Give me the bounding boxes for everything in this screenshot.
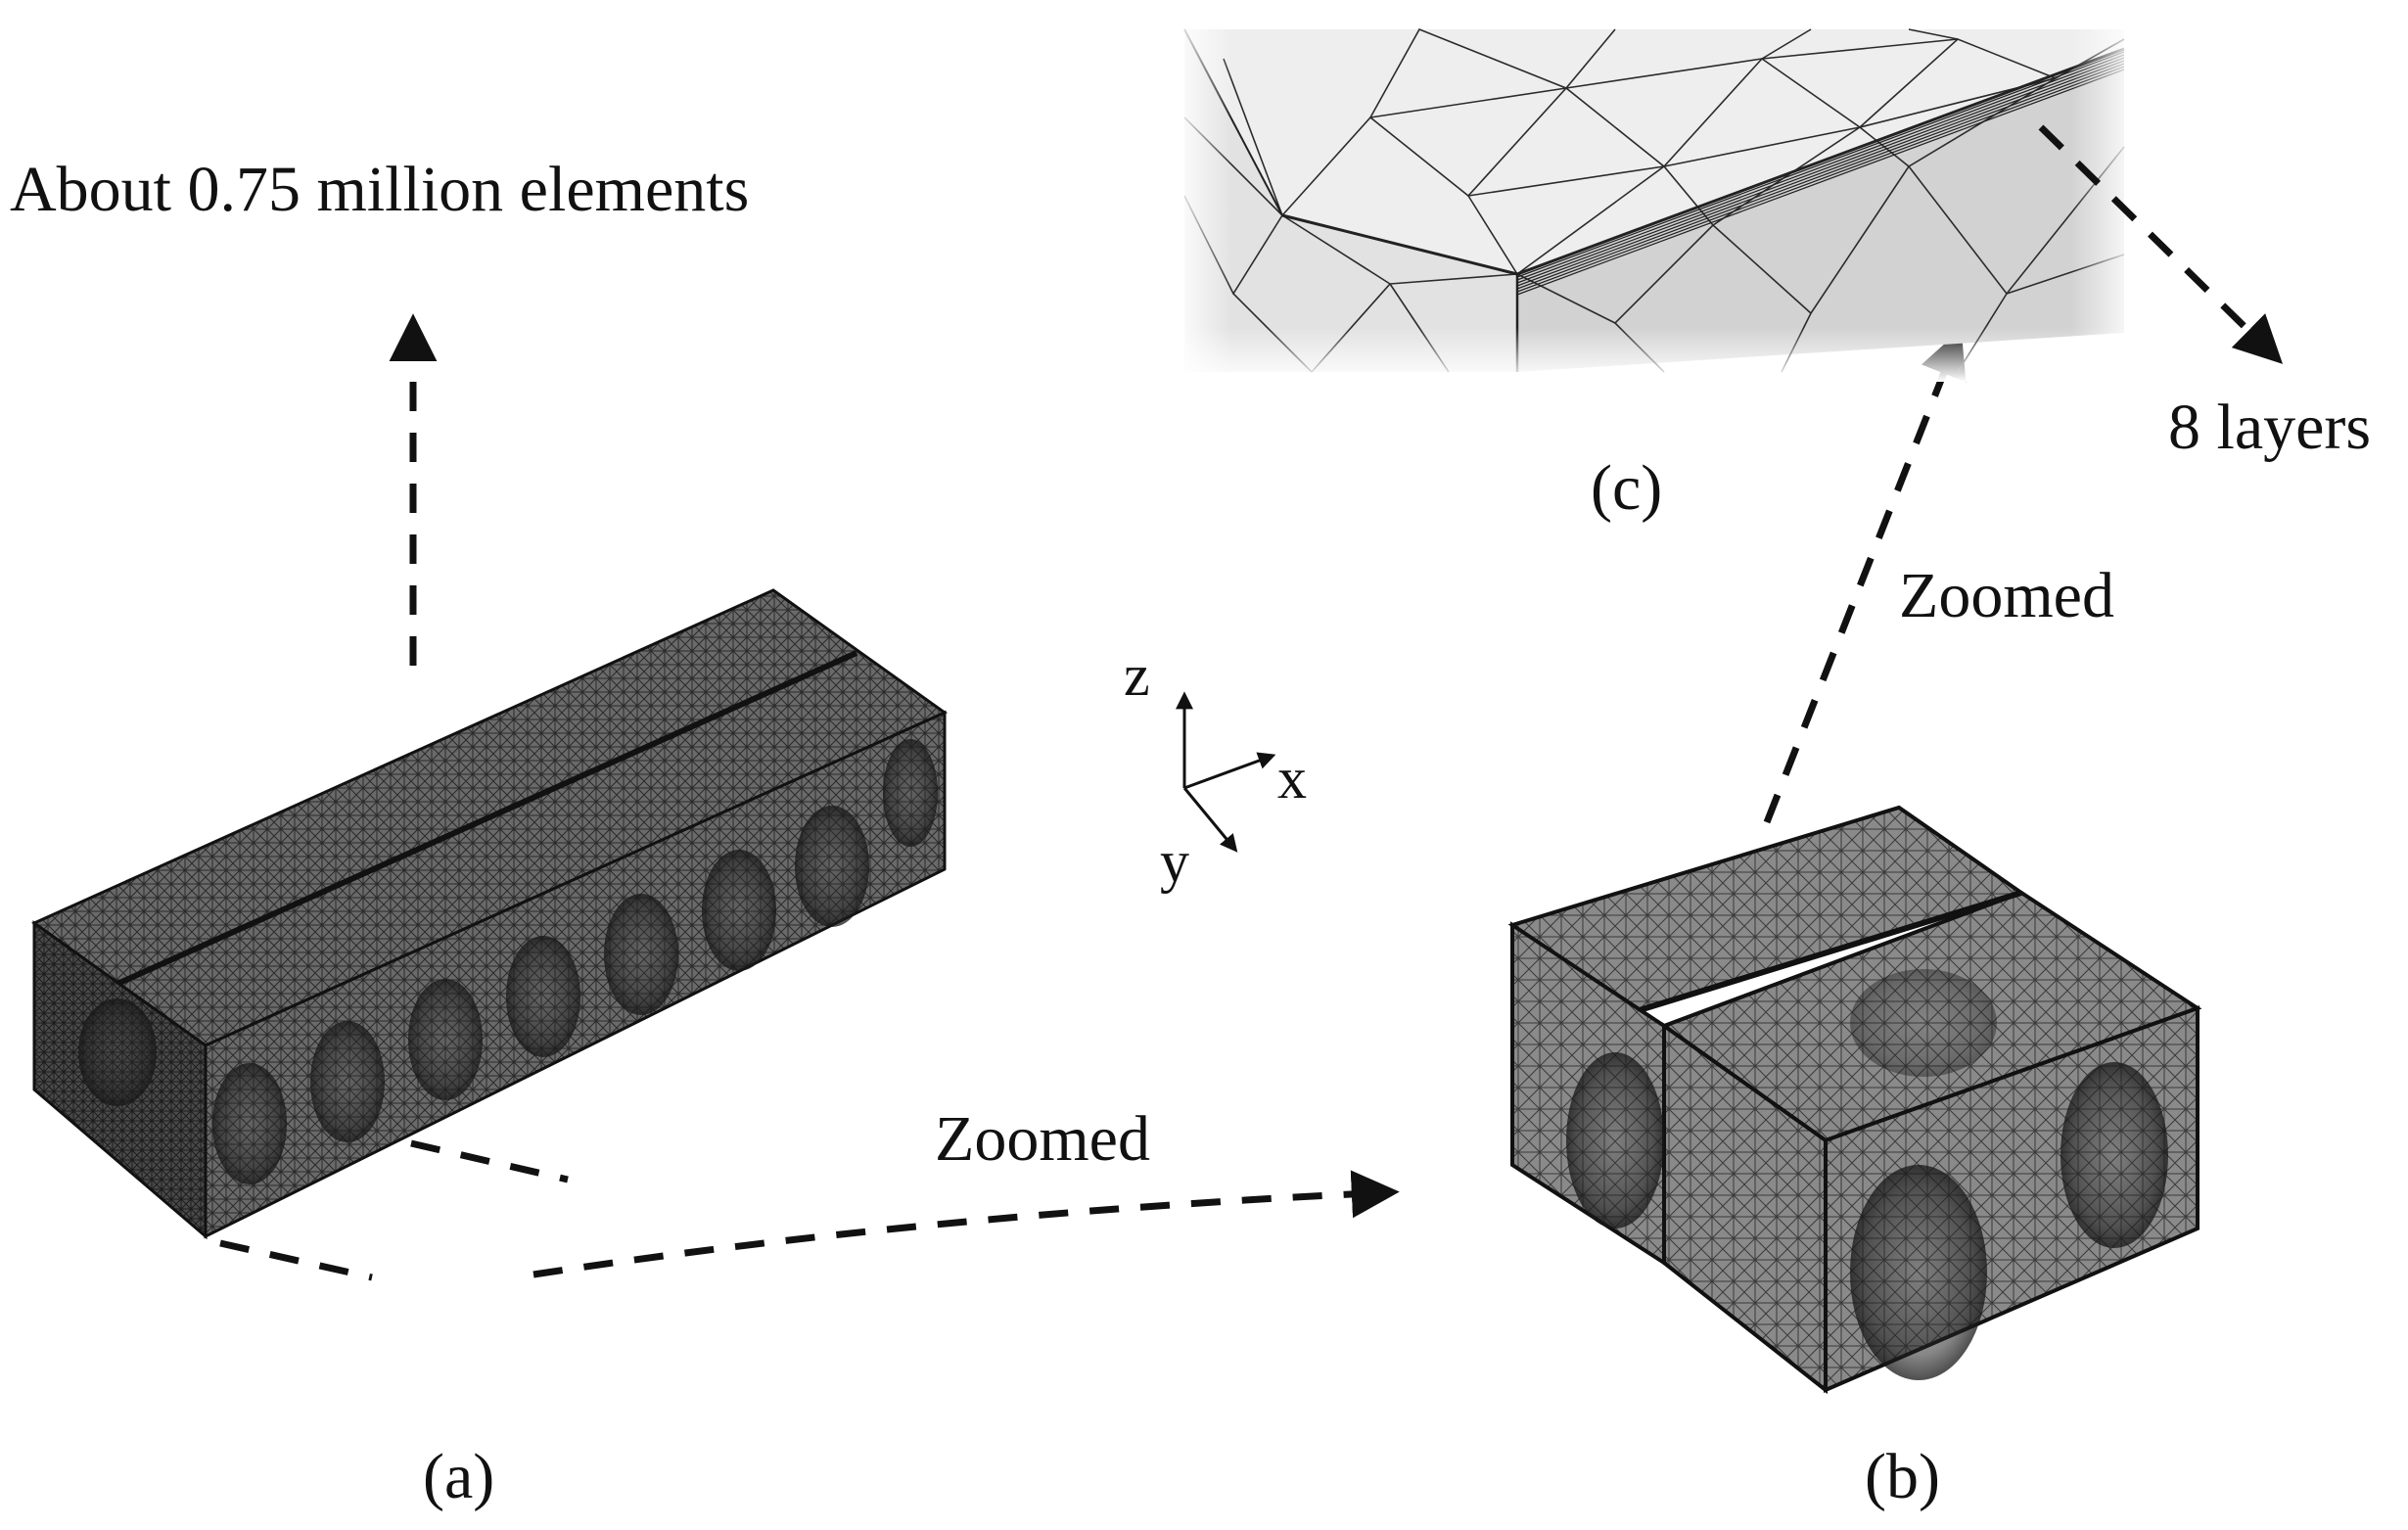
axis-label-z: z [1124,643,1150,708]
panel-label-b: (b) [1865,1441,1940,1512]
zoomed-label-bottom: Zoomed [935,1103,1150,1175]
block-b-gap-line [1629,890,2022,1016]
arrow-to-layer-count [2038,124,2284,364]
block-a-gap-line [116,650,858,987]
y-axis [1182,787,1238,853]
block-a-fiber-pockets [78,739,938,1184]
mesh-closeup-c [1175,20,2139,382]
panel-label-a: (a) [423,1441,494,1512]
panel-label-c: (c) [1591,452,1662,524]
block-b-fiber-pockets [1566,969,2168,1380]
mesh-block-b [1507,805,2202,1395]
zoom-arrow-b-to-c [1763,328,1967,824]
axis-label-x: x [1277,746,1307,811]
axis-label-y: y [1160,829,1189,894]
layer-count-label: 8 layers [2168,392,2371,463]
mesh-block-a [31,588,948,1240]
element-count-label: About 0.75 million elements [10,154,749,225]
coordinate-axes [1176,691,1276,853]
zoomed-label-right: Zoomed [1899,560,2114,631]
zoom-connector-a-to-b [219,1139,1400,1281]
x-axis [1183,752,1276,790]
